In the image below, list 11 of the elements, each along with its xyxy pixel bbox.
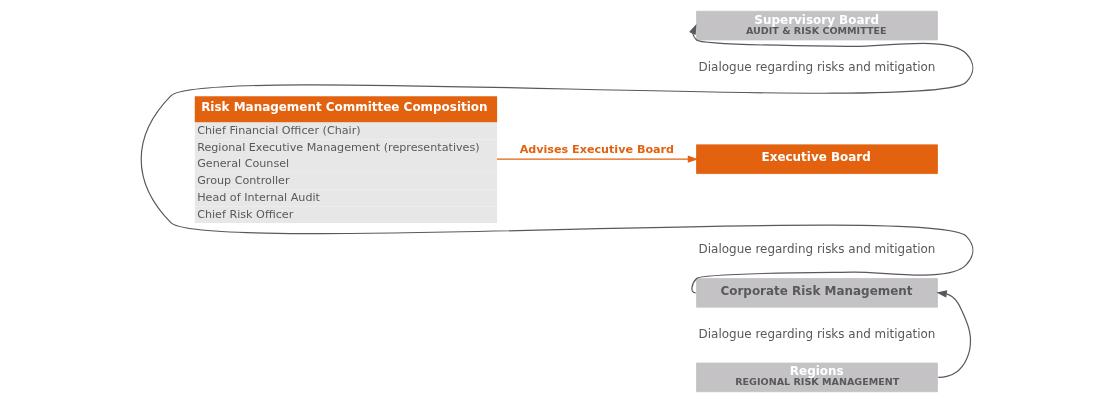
node-box: Regions REGIONAL RISK MANAGEMENT <box>696 362 938 393</box>
node-box: Supervisory Board AUDIT & RISK COMMITTEE <box>696 10 938 41</box>
arrow <box>936 290 971 378</box>
arrow <box>496 155 699 163</box>
arrow <box>140 23 974 294</box>
node-box: Executive Board <box>696 144 938 174</box>
label: Dialogue regarding risks and mitigation <box>698 242 936 257</box>
node-box: Corporate Risk Management <box>696 278 938 308</box>
edge-label: Advises Executive Board <box>519 143 675 156</box>
label: Dialogue regarding risks and mitigation <box>698 59 936 74</box>
label: Dialogue regarding risks and mitigation <box>698 326 936 341</box>
